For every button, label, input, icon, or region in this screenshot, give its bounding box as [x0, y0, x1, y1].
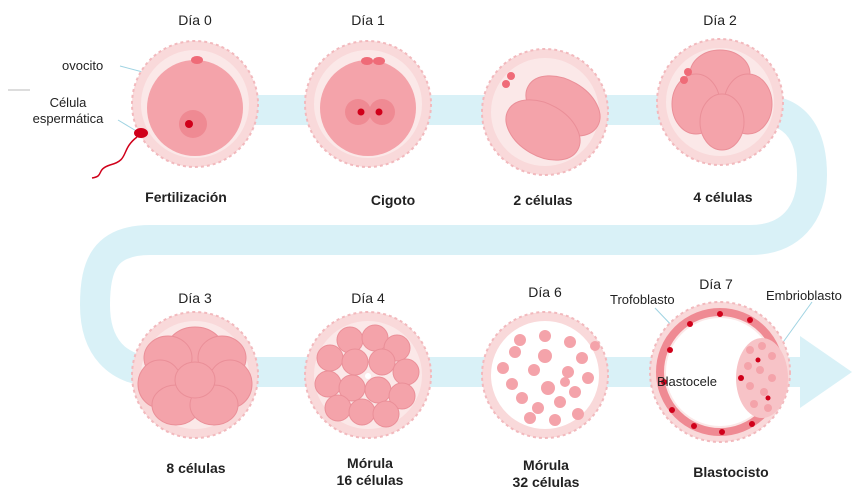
two-cell-icon	[482, 49, 611, 175]
stage-name-8-celulas: 8 células	[166, 460, 225, 477]
day-label-7: Día 7	[699, 276, 732, 292]
four-cell-icon	[657, 39, 783, 165]
eight-cell-icon	[132, 312, 258, 438]
morula-16-line2: 16 células	[337, 472, 404, 489]
morula-32-line1: Mórula	[513, 457, 580, 474]
annotation-ovocito: ovocito	[62, 58, 103, 73]
day-label-6: Día 6	[528, 284, 561, 300]
morula-16-icon	[305, 312, 431, 438]
flow-arrow-head	[800, 336, 852, 408]
stage-name-2-celulas: 2 células	[513, 192, 572, 209]
stage-name-blastocisto: Blastocisto	[693, 464, 768, 481]
zygote-icon	[305, 41, 431, 167]
stage-name-cigoto: Cigoto	[371, 192, 415, 209]
annotation-celula-line1: Célula	[33, 95, 104, 111]
stage-name-morula-16: Mórula 16 células	[337, 455, 404, 489]
day-label-4: Día 4	[351, 290, 384, 306]
day-label-1: Día 1	[351, 12, 384, 28]
oocyte-sperm-icon	[92, 41, 258, 178]
annotation-trofoblasto: Trofoblasto	[610, 292, 675, 307]
morula-32-line2: 32 células	[513, 474, 580, 491]
morula-16-line1: Mórula	[337, 455, 404, 472]
annotation-celula-espermatica: Célula espermática	[33, 95, 104, 127]
annotation-embrioblasto: Embrioblasto	[766, 288, 842, 303]
morula-32-icon	[482, 312, 608, 438]
stage-name-4-celulas: 4 células	[693, 189, 752, 206]
annotation-blastocele: Blastocele	[657, 374, 717, 389]
stage-name-morula-32: Mórula 32 células	[513, 457, 580, 491]
stage-name-fertilizacion: Fertilización	[145, 189, 227, 206]
blastocyst-icon	[650, 302, 790, 442]
day-label-3: Día 3	[178, 290, 211, 306]
annotation-celula-line2: espermática	[33, 111, 104, 127]
day-label-0: Día 0	[178, 12, 211, 28]
day-label-2: Día 2	[703, 12, 736, 28]
